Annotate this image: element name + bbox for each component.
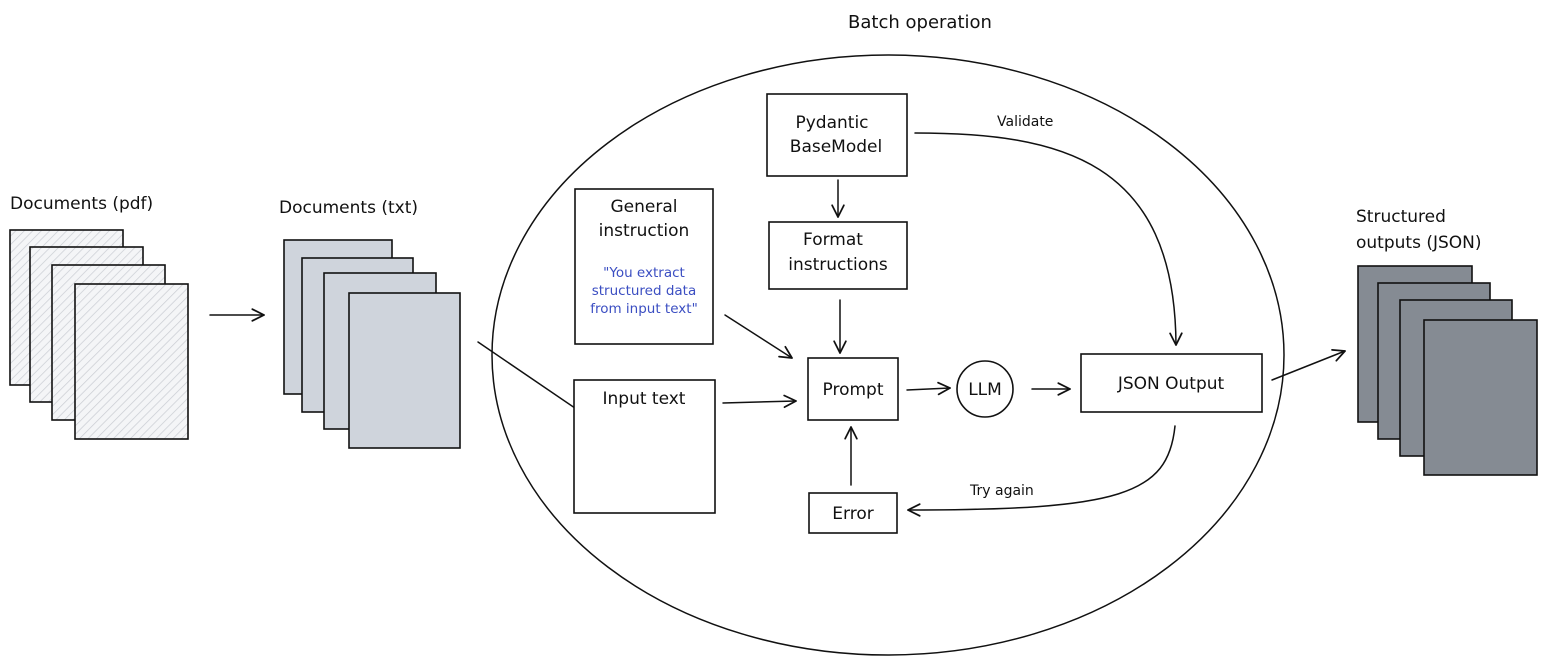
error-node: Error [808,492,898,534]
json-output-box [1080,353,1263,413]
general-instruction-node: General instruction "You extract structu… [574,188,714,345]
llm-node: LLM [956,360,1014,418]
pdf-documents-stack: Documents (pdf) [9,194,189,440]
error-label: Error [832,504,873,524]
prompt-label: Prompt [823,380,884,400]
arrow-json-output-to-structured [1271,349,1346,381]
general-instruction-quote-line2: structured data [592,283,697,299]
general-instruction-title-line2: instruction [599,221,690,241]
pdf-page-4 [74,283,189,440]
diagram-title: Batch operation [848,12,992,33]
prompt-box [807,357,899,421]
json-documents-stack: Structured outputs (JSON) [1356,207,1538,476]
txt-documents-label: Documents (txt) [279,198,418,218]
arrow-input-to-prompt [722,394,797,409]
llm-label: LLM [968,380,1002,400]
format-instructions-line1: Format [803,230,863,250]
try-again-label: Try again [969,483,1034,499]
pydantic-basemodel-node: Pydantic BaseModel [766,93,908,177]
input-text-box [573,379,716,514]
json-output-label: JSON Output [1117,374,1225,394]
llm-circle [956,360,1014,418]
arrow-try-again [907,425,1176,517]
pydantic-basemodel-box [766,93,908,177]
format-instructions-node: Format instructions [768,221,908,290]
json-documents-label-line2: outputs (JSON) [1356,233,1482,253]
pydantic-basemodel-line1: Pydantic [795,113,868,133]
pdf-documents-label: Documents (pdf) [10,194,153,214]
arrow-prompt-to-llm [906,381,951,396]
general-instruction-quote-line1: "You extract [603,265,685,281]
arrow-validate [914,132,1183,346]
txt-page-4 [348,292,461,449]
txt-documents-stack: Documents (txt) [279,198,461,449]
general-instruction-quote-line3: from input text" [590,301,698,317]
batch-operation-boundary [491,54,1285,656]
pydantic-basemodel-line2: BaseModel [790,137,882,157]
prompt-node: Prompt [807,357,899,421]
validate-label: Validate [997,114,1053,130]
input-text-label: Input text [603,389,686,409]
input-text-node: Input text [573,379,716,514]
general-instruction-title-line1: General [611,197,678,217]
json-documents-label-line1: Structured [1356,207,1446,227]
format-instructions-line2: instructions [788,255,888,275]
arrow-general-to-prompt [724,314,793,359]
json-output-node: JSON Output [1080,353,1263,413]
json-page-4 [1423,319,1538,476]
error-box [808,492,898,534]
format-instructions-box [768,221,908,290]
general-instruction-box [574,188,714,345]
